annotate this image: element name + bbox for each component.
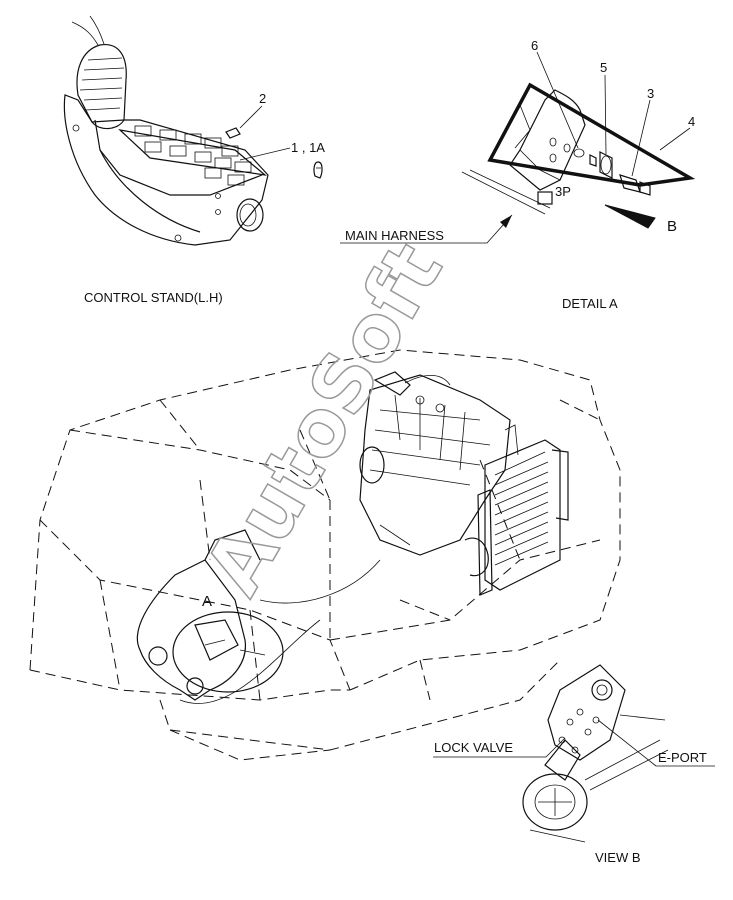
label-part-4: 4	[688, 114, 695, 129]
label-part-3: 3	[647, 86, 654, 101]
detail-a-drawing	[340, 51, 696, 244]
control-stand-drawing	[63, 15, 323, 246]
label-view-b-arrow: B	[667, 218, 677, 235]
label-lock-valve: LOCK VALVE	[434, 740, 513, 755]
view-b-drawing	[433, 664, 715, 843]
label-main-harness: MAIN HARNESS	[345, 228, 444, 243]
label-part-2: 2	[259, 91, 266, 106]
label-part-5: 5	[600, 60, 607, 75]
watermark-text: AutoSoft	[189, 229, 461, 610]
label-connector-3p: 3P	[555, 184, 571, 199]
label-detail-a-marker: A	[202, 593, 212, 610]
label-control-stand: CONTROL STAND(L.H)	[84, 290, 223, 305]
label-part-1-1a: 1 , 1A	[291, 140, 325, 155]
machine-drawing	[29, 349, 621, 761]
triangle-arrow-icon	[604, 204, 656, 229]
label-detail-a: DETAIL A	[562, 296, 618, 311]
label-part-6: 6	[531, 38, 538, 53]
label-e-port: E-PORT	[658, 750, 707, 765]
label-view-b: VIEW B	[595, 850, 641, 865]
arrow-icon	[500, 215, 512, 228]
